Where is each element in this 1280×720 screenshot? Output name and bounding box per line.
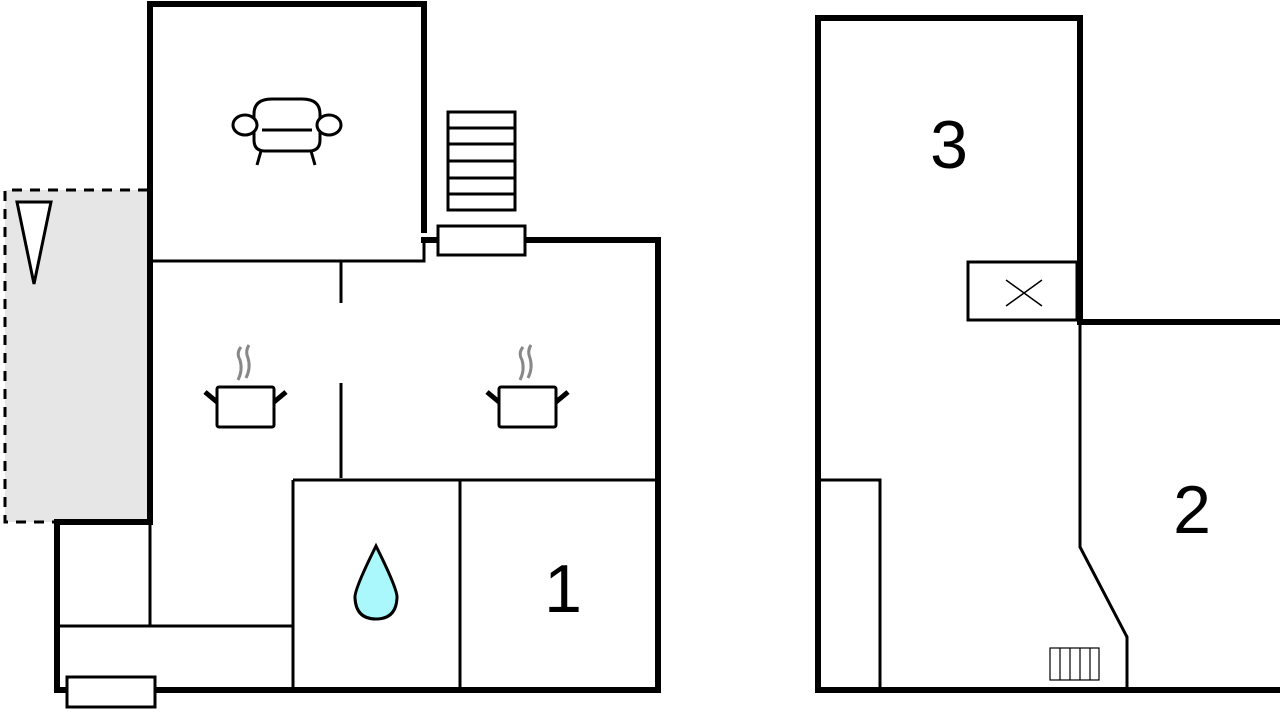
cooking-pot-icon	[485, 344, 570, 429]
fireplace-icon	[966, 260, 1079, 322]
room-label-3: 3	[930, 107, 968, 183]
radiator-icon	[1049, 647, 1100, 681]
upper-floor-walls	[815, 15, 1280, 693]
terrace	[3, 188, 148, 524]
ground-floor-walls	[54, 1, 661, 709]
terrace-umbrella-icon	[15, 200, 53, 285]
window	[436, 224, 527, 257]
window	[65, 675, 157, 709]
cooking-pot-icon	[203, 344, 288, 429]
room-label-2: 2	[1173, 472, 1211, 548]
stairs-icon	[446, 110, 517, 212]
sofa-icon	[231, 97, 343, 166]
room-label-1: 1	[544, 551, 582, 627]
water-drop-icon	[353, 542, 399, 621]
